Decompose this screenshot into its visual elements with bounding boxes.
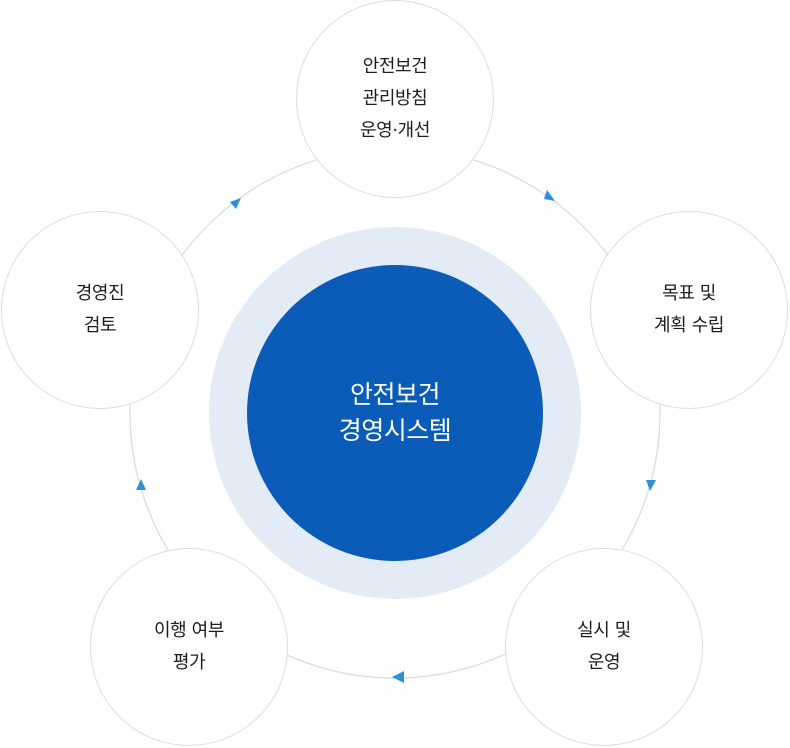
node-label-line: 목표 및 <box>662 283 716 304</box>
triangle-arrow-icon <box>136 479 146 490</box>
core-label-line: 안전보건 <box>349 380 441 409</box>
node-review-label: 경영진 검토 <box>75 278 125 342</box>
triangle-arrow-icon <box>544 190 555 201</box>
node-plan-label: 목표 및 계획 수립 <box>654 278 724 342</box>
node-policy: 안전보건 관리방침 운영·개선 <box>296 0 494 198</box>
node-label-line: 관리방침 <box>362 88 428 109</box>
node-label-line: 운영 <box>587 652 621 673</box>
node-policy-label: 안전보건 관리방침 운영·개선 <box>360 51 430 147</box>
node-exec-label: 실시 및 운영 <box>577 615 631 679</box>
triangle-arrow-icon <box>646 480 656 491</box>
node-label-line: 경영진 <box>75 283 125 304</box>
node-label-line: 검토 <box>83 315 117 336</box>
node-eval: 이행 여부 평가 <box>90 548 288 746</box>
node-review: 경영진 검토 <box>1 211 199 409</box>
node-label-line: 실시 및 <box>577 620 631 641</box>
node-label-line: 이행 여부 <box>154 620 224 641</box>
node-exec: 실시 및 운영 <box>505 548 703 746</box>
node-plan: 목표 및 계획 수립 <box>590 211 788 409</box>
core-circle: 안전보건 경영시스템 <box>247 265 543 561</box>
node-eval-label: 이행 여부 평가 <box>154 615 224 679</box>
triangle-arrow-icon <box>392 671 404 683</box>
node-label-line: 평가 <box>172 652 206 673</box>
node-label-line: 안전보건 <box>362 56 428 77</box>
core-label-line: 경영시스템 <box>338 416 452 445</box>
core-label: 안전보건 경영시스템 <box>339 377 452 449</box>
node-label-line: 운영·개선 <box>360 120 430 141</box>
node-label-line: 계획 수립 <box>654 315 724 336</box>
triangle-arrow-icon <box>230 198 241 209</box>
